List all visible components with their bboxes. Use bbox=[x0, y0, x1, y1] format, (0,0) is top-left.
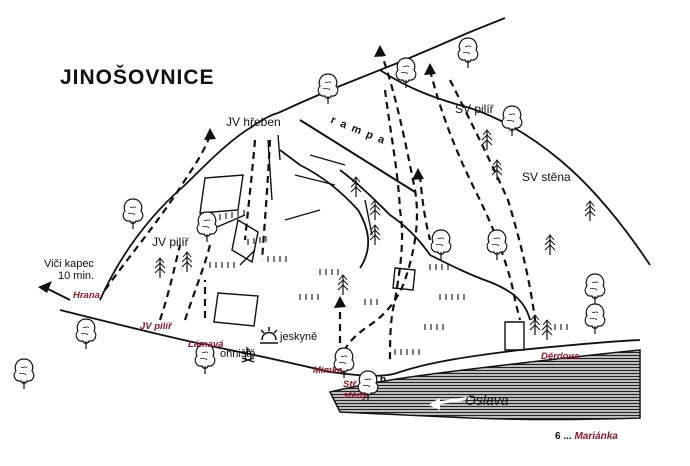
label-vici-kapec: Viči kapec bbox=[44, 258, 94, 270]
legend: 6 ... Mariánka bbox=[555, 432, 618, 442]
sector-str-steny-line2: stěny bbox=[343, 390, 368, 401]
page-title: JINOŠOVNICE bbox=[60, 66, 215, 89]
label-sv-pilir: SV pilíř bbox=[455, 102, 494, 116]
tree-icons bbox=[13, 37, 606, 402]
arrow-icon bbox=[428, 398, 440, 410]
label-walk-time: 10 min. bbox=[58, 270, 95, 282]
rock-outline bbox=[99, 17, 651, 321]
sector-derdova: Děrdova bbox=[541, 351, 580, 362]
sector-mimka: Mimka bbox=[313, 365, 343, 376]
sector-jv-pilir: JV pilíř bbox=[140, 321, 172, 332]
conifer-icons bbox=[154, 129, 596, 341]
campfire-icon bbox=[241, 346, 255, 363]
sector-hrana: Hrana bbox=[73, 290, 100, 301]
river-oslava bbox=[328, 349, 641, 421]
legend-number: 6 bbox=[555, 431, 561, 442]
label-sv-stena: SV stěna bbox=[522, 170, 571, 184]
climbing-routes bbox=[104, 49, 537, 361]
sector-lamava: Lámavá bbox=[188, 339, 224, 350]
approach-arrow bbox=[43, 286, 71, 301]
label-jv-hreben: JV hřeben bbox=[226, 115, 281, 129]
legend-separator: ... bbox=[563, 431, 572, 442]
label-ohniste: ohniště bbox=[220, 348, 256, 360]
cave-icon bbox=[260, 327, 278, 344]
label-river-oslava: Oslava bbox=[465, 392, 509, 408]
cliff-ticks bbox=[209, 210, 568, 355]
label-jeskyne: jeskyně bbox=[280, 331, 318, 343]
sector-str-steny: Stř. bbox=[343, 379, 359, 390]
legend-name: Mariánka bbox=[574, 431, 618, 442]
label-jv-pilir: JV pilíř bbox=[152, 235, 189, 249]
rock-details bbox=[199, 134, 525, 351]
route-number: 6 bbox=[380, 373, 387, 385]
